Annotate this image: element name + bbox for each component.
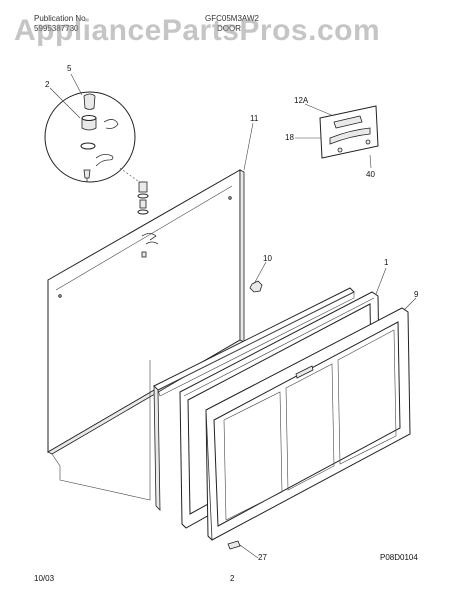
callout-18: 18 [285, 133, 294, 142]
footer-page-number: 2 [230, 574, 235, 583]
callout-2: 2 [45, 80, 50, 89]
footer-date: 10/03 [34, 574, 55, 583]
figure-code: P08D0104 [380, 553, 418, 562]
outer-door-panel [205, 307, 411, 541]
model-number: GFC05M3AW2 [205, 14, 259, 23]
leader-12a [304, 103, 337, 118]
callout-5: 5 [67, 64, 72, 73]
callout-12a: 12A [294, 96, 309, 105]
breaker-strip [153, 287, 355, 511]
leader-9 [403, 297, 417, 311]
leader-27 [239, 544, 259, 559]
leader-40 [369, 154, 372, 169]
screw-part-10 [249, 280, 263, 293]
leader-1 [375, 267, 387, 295]
callout-1: 1 [384, 258, 389, 267]
handle-detail-box [319, 105, 379, 159]
screw-part-27 [227, 540, 241, 550]
leader-10 [254, 261, 267, 283]
section-title: DOOR [217, 24, 241, 33]
leader-5 [70, 73, 83, 96]
callout-9: 9 [414, 290, 419, 299]
publication-number: 5995387730 [34, 24, 79, 33]
hinge-detail-circle [44, 91, 136, 183]
watermark-logo: AppliancePartsPros.com [14, 14, 381, 47]
callout-40: 40 [366, 170, 375, 179]
leader-2 [49, 87, 81, 119]
callout-27: 27 [258, 553, 267, 562]
hinge-assembly [137, 181, 149, 215]
callout-11: 11 [250, 114, 259, 123]
callout-10: 10 [263, 254, 272, 263]
leader-11 [243, 122, 254, 171]
publication-label: Publication No [34, 14, 86, 23]
